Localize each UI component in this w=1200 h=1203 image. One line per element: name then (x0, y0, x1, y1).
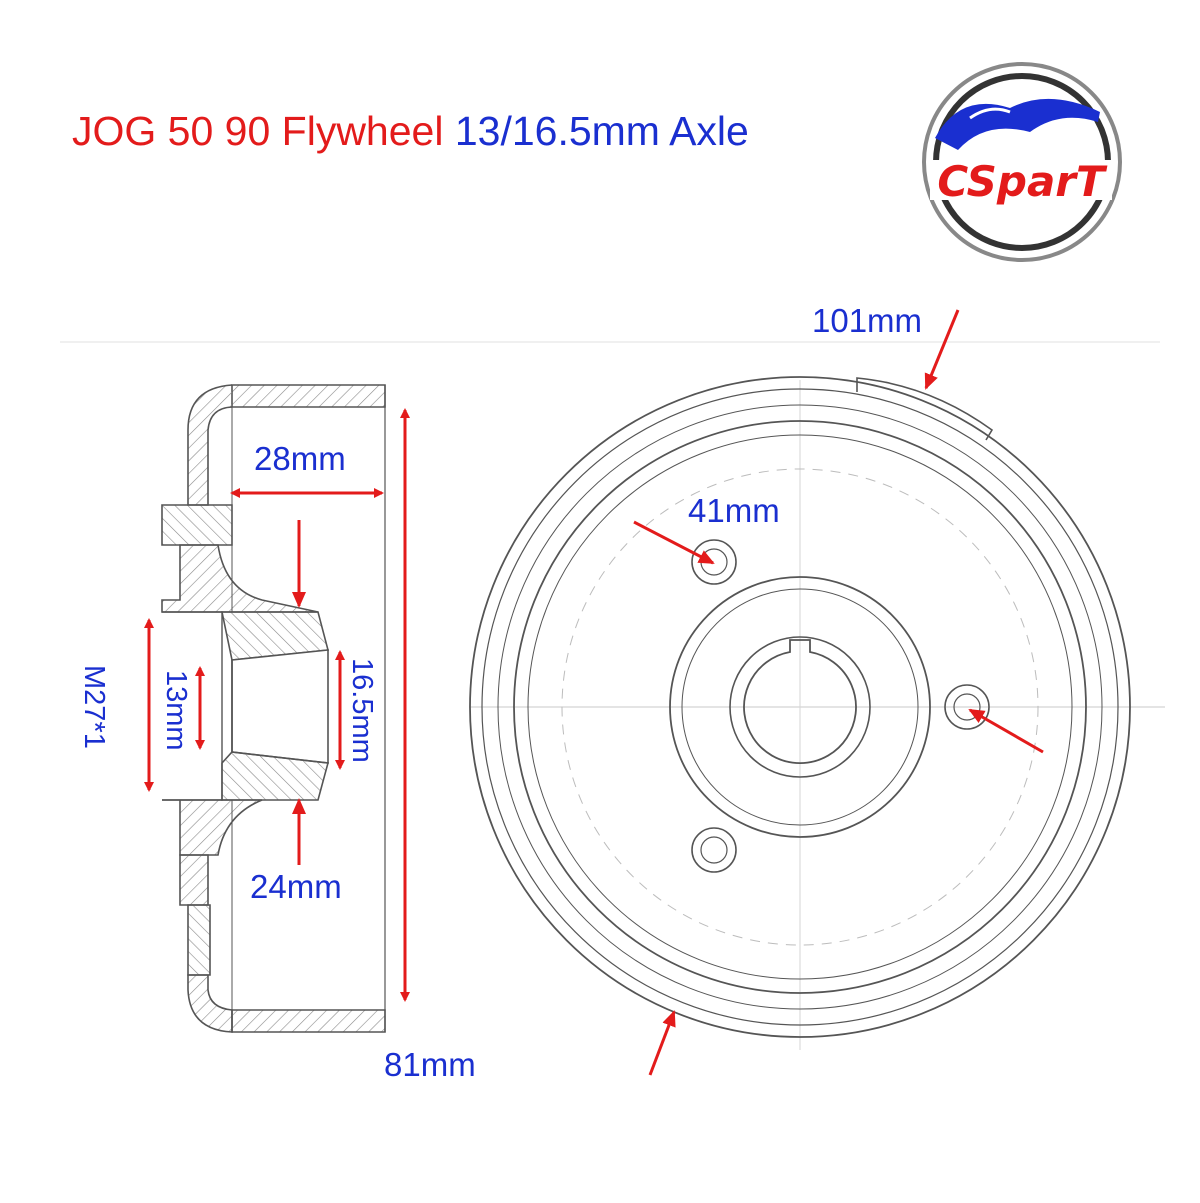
arrow-bolt-41 (633, 520, 715, 565)
label-bolt-circle: 41mm (688, 492, 780, 529)
label-height: 81mm (384, 1046, 476, 1083)
arrow-rim-bottom (648, 1010, 676, 1076)
logo-text: CSparT (937, 157, 1108, 206)
label-depth: 28mm (254, 440, 346, 477)
label-thread: M27*1 (78, 665, 110, 749)
front-view (60, 341, 1165, 1050)
cspart-logo: CSparT (922, 62, 1122, 262)
side-section-view (161, 384, 386, 1033)
label-taper-small: 13mm (160, 670, 192, 751)
title-part-red: JOG 50 90 Flywheel (72, 108, 444, 154)
diagram-title: JOG 50 90 Flywheel 13/16.5mm Axle (72, 108, 749, 155)
arrow-bolt-right (968, 708, 1044, 754)
title-part-blue: 13/16.5mm Axle (454, 108, 749, 154)
label-hub-diameter: 24mm (250, 868, 342, 905)
front-dimension-arrows (633, 309, 1044, 1076)
label-taper-large: 16.5mm (346, 658, 378, 763)
side-dimension-arrows (144, 408, 410, 1002)
arrow-outer-101 (924, 309, 960, 390)
label-outer-diameter: 101mm (812, 302, 923, 339)
